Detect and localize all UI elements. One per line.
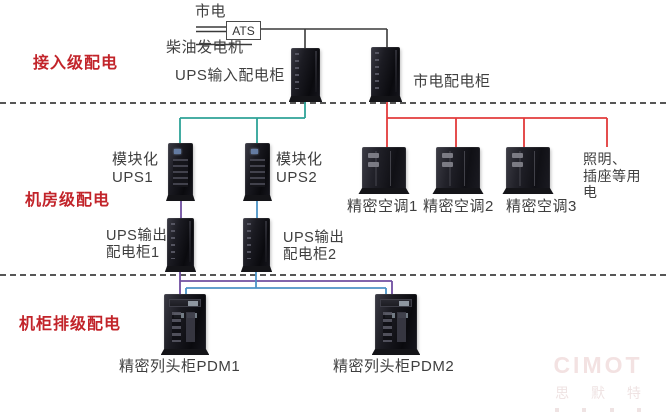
ac3-label: 精密空调3	[506, 198, 577, 215]
tier-label-room: 机房级配电	[25, 192, 111, 209]
cabinet-base	[243, 195, 272, 201]
ups-output2-cabinet	[240, 218, 273, 272]
pdm1-label: 精密列头柜PDM1	[119, 358, 241, 375]
mains-distribution-bus-lines	[386, 97, 608, 149]
generator-label: 柴油发电机	[166, 39, 244, 56]
cabinet-base	[166, 195, 195, 201]
watermark-brand: CIMOT	[553, 352, 643, 378]
tier-label-access: 接入级配电	[33, 55, 119, 72]
cabinet-body	[291, 48, 320, 98]
cabinet-body	[245, 143, 270, 197]
ac2-label: 精密空调2	[423, 198, 494, 215]
ac1-cabinet	[358, 147, 410, 194]
ups-input-cabinet-label: UPS输入配电柜	[175, 67, 285, 84]
ups2-cabinet	[243, 143, 272, 201]
ac3-cabinet	[502, 147, 554, 194]
cabinet-base	[371, 349, 421, 355]
pdm-display-light	[399, 301, 409, 306]
cabinet-body	[371, 47, 400, 98]
ups1-label: 模块化 UPS1	[112, 151, 159, 186]
cabinet-body	[362, 147, 406, 190]
ac2-cabinet	[432, 147, 484, 194]
pdm1-cabinet	[160, 294, 210, 355]
ups1-cabinet	[166, 143, 195, 201]
cabinet-base	[502, 188, 554, 194]
ups-output1-label: UPS输出 配电柜1	[106, 228, 168, 262]
cabinet-body	[506, 147, 550, 190]
cabinet-base	[368, 96, 403, 102]
pdm2-label: 精密列头柜PDM2	[333, 358, 455, 375]
ups2-label: 模块化 UPS2	[276, 151, 323, 186]
ups-input-bus-lines	[179, 97, 306, 144]
pdm-display-light	[188, 301, 198, 306]
cabinet-base	[288, 96, 323, 102]
ats-box: ATS	[226, 21, 261, 40]
cabinet-base	[358, 188, 410, 194]
mains-cabinet	[368, 47, 403, 102]
cabinet-body	[243, 218, 270, 268]
cabinet-body	[168, 143, 193, 197]
cabinet-body	[167, 218, 194, 268]
pdm2-cabinet	[371, 294, 421, 355]
tier-label-row: 机柜排级配电	[19, 316, 122, 333]
cabinet-body	[164, 294, 206, 351]
cabinet-base	[160, 349, 210, 355]
watermark: CIMOT 思 默 特	[543, 352, 653, 412]
cabinet-base	[432, 188, 484, 194]
cabinet-base	[164, 266, 197, 272]
lighting-load-label: 照明、 插座等用 电	[583, 151, 641, 201]
watermark-brand-cn: 思 默 特	[555, 385, 650, 401]
cabinet-body	[375, 294, 417, 351]
ups-input-cabinet	[288, 48, 323, 102]
cabinet-base	[240, 266, 273, 272]
ac1-label: 精密空调1	[347, 198, 418, 215]
mains-cabinet-label: 市电配电柜	[413, 73, 491, 90]
ups-output1-cabinet	[164, 218, 197, 272]
ups-output2-label: UPS输出 配电柜2	[283, 230, 345, 264]
watermark-dots	[543, 403, 653, 412]
mains-label: 市电	[195, 3, 227, 20]
cabinet-body	[436, 147, 480, 190]
